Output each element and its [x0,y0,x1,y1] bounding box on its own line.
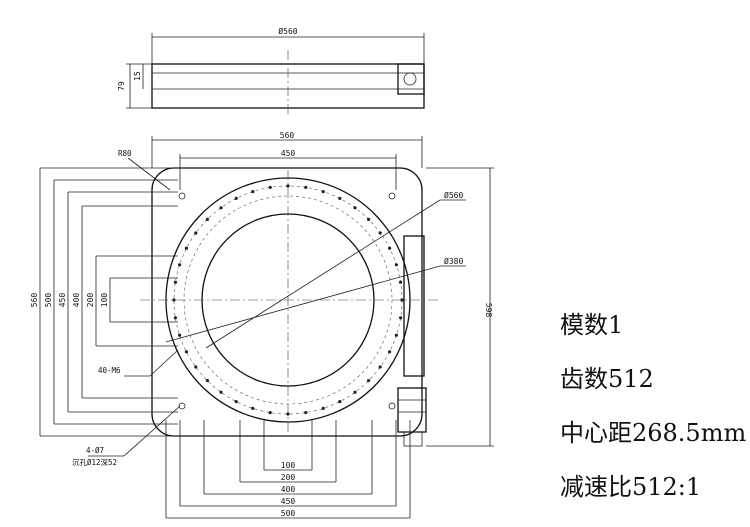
top-view-motor-circle [403,72,417,86]
bottom-dim-label: 100 [281,461,296,470]
top-thickness-label: 15 [133,71,142,81]
top-view: Ø560 79 15 [117,26,425,114]
motor-cap [403,431,423,447]
bottom-dim-label: 400 [281,485,296,494]
bolt-hole [304,185,308,189]
bolt-hole [251,406,255,410]
bolt-hole [400,298,404,302]
overall-height-label: 598 [484,303,493,318]
bolt-hole [378,231,382,235]
bolt-hole [172,298,176,302]
corner-radius-label: R80 [118,149,132,158]
bolt-hole [178,333,182,337]
bolt-hole [184,350,188,354]
plan-width-label: 560 [280,131,295,140]
bolt-hole [394,263,398,267]
bolt-hole [321,406,325,410]
top-diameter-label: Ø560 [278,26,297,36]
bottom-dimensions: 100 200 400 450 500 [165,420,411,519]
bolt-hole [286,184,290,188]
spec-teeth: 齿数512 [560,365,654,393]
bolt-hole [378,365,382,369]
bolt-hole [194,365,198,369]
corner-hole-tl [178,192,186,200]
spec-center-distance: 中心距268.5mm [560,419,747,447]
hole-note-line1: 4-Ø7 [86,446,104,455]
bolt-hole [268,411,272,415]
bolt-hole [388,246,392,250]
bolt-hole [219,206,223,210]
left-dim-label: 100 [100,293,109,308]
bolt-hole [399,280,403,284]
bolt-hole [338,196,342,200]
bolt-hole [388,350,392,354]
thread-note: 40-M6 [98,366,121,375]
bottom-dim-label: 450 [281,497,296,506]
bolt-hole [178,263,182,267]
spec-ratio: 减速比512:1 [560,473,702,501]
bolt-hole [234,196,238,200]
bolt-hole [173,316,177,320]
inner-circle-label: Ø380 [444,256,463,266]
plan-view: Ø560 Ø380 560 450 R80 598 560 500 450 400 20… [30,131,494,519]
bolt-hole [399,316,403,320]
outer-circle-label: Ø560 [444,190,463,200]
bolt-hole [205,379,209,383]
bolt-hole [321,190,325,194]
top-height-label: 79 [117,81,126,91]
bottom-dim-label: 500 [281,509,296,518]
bolt-hole [353,206,357,210]
bolt-hole [219,390,223,394]
bolt-holes [172,184,404,416]
bolt-hole [251,190,255,194]
bottom-dim-label: 200 [281,473,296,482]
bolt-hole [286,412,290,416]
bolt-hole [194,231,198,235]
left-dim-label: 500 [44,293,53,308]
bolt-hole [367,379,371,383]
left-dimensions: 560 500 450 400 200 100 [30,167,178,437]
corner-hole-tr [388,192,396,200]
bolt-hole [234,400,238,404]
hole-note-line2: 沉孔Ø12深52 [72,458,117,467]
left-dim-label: 560 [30,293,39,308]
left-dim-label: 200 [86,293,95,308]
left-dim-label: 400 [72,293,81,308]
bolt-hole [353,390,357,394]
plan-inner-width-label: 450 [281,149,296,158]
bolt-hole [173,280,177,284]
bolt-hole [205,217,209,221]
top-view-motor-block [397,63,425,95]
spec-panel: 模数1 齿数512 中心距268.5mm 减速比512:1 [560,298,750,514]
bolt-hole [184,246,188,250]
bolt-hole [367,217,371,221]
spec-module: 模数1 [560,311,624,339]
corner-hole-br [388,402,396,410]
motor-housing [403,235,425,377]
bolt-hole [304,411,308,415]
bolt-hole [268,185,272,189]
bolt-hole [338,400,342,404]
base-plate [151,167,423,437]
bolt-hole [394,333,398,337]
left-dim-label: 450 [58,293,67,308]
corner-hole-bl [178,402,186,410]
